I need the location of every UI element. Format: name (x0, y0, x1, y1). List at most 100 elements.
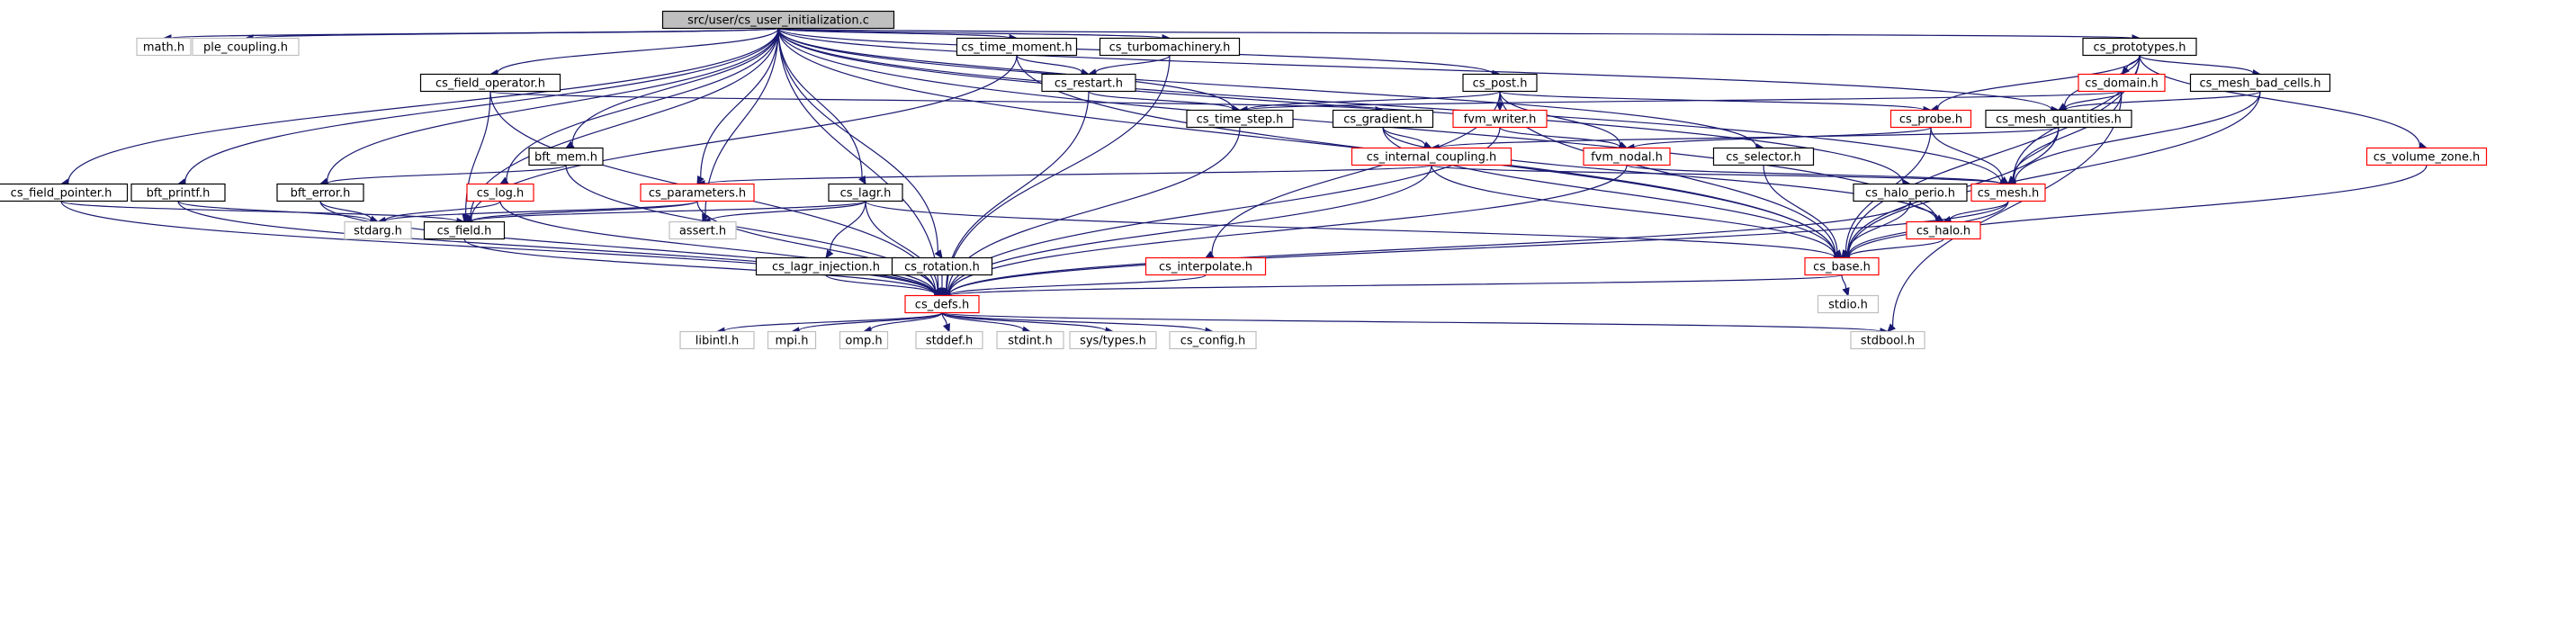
node-box (904, 294, 980, 314)
node-cs-field-pointer-h[interactable]: cs_field_pointer.h (0, 183, 129, 202)
node-cs-defs-h[interactable]: cs_defs.h (904, 294, 980, 314)
node-fvm-nodal-h[interactable]: fvm_nodal.h (1583, 147, 1671, 166)
node-label: cs_interpolate.h (1159, 261, 1252, 274)
node-box (0, 183, 129, 202)
edge-cs_halo_h-to-cs_base_h (1848, 238, 1944, 257)
node-box (956, 37, 1078, 57)
node-bft-printf-h[interactable]: bft_printf.h (130, 183, 226, 202)
node-label: cs_base.h (1813, 261, 1871, 274)
edge-cs_mesh_quantities_h-to-cs_internal_coupling_h (1438, 126, 2060, 148)
edge-cs_lagr_h-to-cs_base_h (865, 200, 1836, 258)
edge-fvm_nodal_h-to-cs_defs_h (948, 165, 1628, 295)
node-assert-h: assert.h (669, 220, 737, 240)
node-bft-error-h[interactable]: bft_error.h (276, 183, 364, 202)
edge-cs_post_h-to-fvm_nodal_h (1499, 91, 1621, 146)
node-cs-probe-h[interactable]: cs_probe.h (1889, 109, 1972, 129)
node-cs-time-step-h[interactable]: cs_time_step.h (1186, 109, 1294, 129)
node-cs-interpolate-h[interactable]: cs_interpolate.h (1144, 256, 1267, 276)
node-label: cs_prototypes.h (2094, 41, 2186, 55)
node-bft-mem-h[interactable]: bft_mem.h (528, 147, 604, 166)
node-cs-prototypes-h[interactable]: cs_prototypes.h (2082, 37, 2197, 57)
edge-root-to-cs_log_h (506, 28, 779, 181)
node-cs-log-h[interactable]: cs_log.h (466, 183, 534, 202)
edge-root-to-cs_prototypes_h (777, 27, 2133, 40)
arrowhead-cs_field_operator_h-to-cs_field_h (462, 213, 470, 223)
node-box (1462, 73, 1538, 93)
node-box (640, 183, 755, 202)
edge-cs_mesh_bad_cells_h-to-cs_base_h (1847, 91, 2261, 256)
node-box (1069, 330, 1157, 350)
edge-cs_base_h-to-cs_defs_h (948, 274, 1843, 296)
edge-root-to-cs_parameters_h (700, 28, 779, 178)
edge-root-to-bft_mem_h (571, 28, 779, 145)
edge-cs_halo_perio_h-to-cs_base_h (1846, 201, 1911, 254)
node-fvm-writer-h[interactable]: fvm_writer.h (1452, 109, 1548, 129)
node-label: cs_gradient.h (1343, 113, 1423, 127)
node-box (2078, 73, 2166, 93)
edge-cs_domain_h-to-cs_time_step_h (1246, 90, 2123, 111)
node-label: cs_log.h (477, 187, 525, 201)
node-cs-volume-zone-h[interactable]: cs_volume_zone.h (2365, 147, 2488, 166)
node-cs-halo-h[interactable]: cs_halo.h (1906, 220, 1981, 240)
arrowhead-cs_lagr_h-to-cs_lagr_injection_h (825, 249, 834, 259)
node-root[interactable]: src/user/cs_user_initialization.c (661, 10, 895, 30)
node-cs-turbomachinery-h[interactable]: cs_turbomachinery.h (1099, 37, 1241, 57)
node-cs-base-h[interactable]: cs_base.h (1804, 256, 1880, 276)
node-box (915, 330, 983, 350)
edge-bft_error_h-to-cs_defs_h (319, 201, 936, 295)
node-cs-rotation-h[interactable]: cs_rotation.h (891, 256, 993, 276)
node-label: assert.h (679, 225, 726, 238)
node-cs-domain-h[interactable]: cs_domain.h (2078, 73, 2166, 93)
node-cs-lagr-h[interactable]: cs_lagr.h (828, 183, 903, 202)
edge-cs_log_h-to-stdarg_h (384, 200, 501, 221)
edge-cs_mesh_bad_cells_h-to-cs_mesh_h (2014, 91, 2261, 182)
edge-root-to-bft_error_h (326, 28, 779, 182)
node-cs-post-h[interactable]: cs_post.h (1462, 73, 1538, 93)
node-label: stdio.h (1828, 299, 1868, 312)
edge-root-to-cs_field_operator_h (497, 28, 779, 74)
node-box (1186, 109, 1294, 129)
node-label: omp.h (845, 335, 882, 348)
arrowhead-cs_defs_h-to-stddef_h (942, 323, 950, 333)
edge-cs_internal_coupling_h-to-cs_base_h (1431, 165, 1836, 256)
node-cs-selector-h[interactable]: cs_selector.h (1712, 147, 1815, 166)
node-cs-mesh-h[interactable]: cs_mesh.h (1970, 183, 2046, 202)
node-cs-field-operator-h[interactable]: cs_field_operator.h (419, 73, 561, 93)
node-stdio-h: stdio.h (1817, 294, 1880, 314)
node-box (130, 183, 226, 202)
node-label: cs_mesh_quantities.h (1996, 113, 2122, 127)
node-label: cs_field.h (437, 225, 492, 238)
node-cs-gradient-h[interactable]: cs_gradient.h (1332, 109, 1434, 129)
edge-cs_defs_h-to-cs_config_h (941, 311, 1207, 332)
node-cs-mesh-bad-cells-h[interactable]: cs_mesh_bad_cells.h (2189, 73, 2331, 93)
node-box (1583, 147, 1671, 166)
node-label: src/user/cs_user_initialization.c (687, 14, 869, 28)
node-label: cs_lagr_injection.h (772, 261, 880, 274)
edge-cs_log_h-to-cs_defs_h (499, 201, 936, 294)
node-cs-lagr-injection-h[interactable]: cs_lagr_injection.h (755, 256, 897, 276)
arrowhead-cs_rotation_h-to-cs_defs_h (938, 288, 947, 297)
node-cs-internal-coupling-h[interactable]: cs_internal_coupling.h (1351, 147, 1512, 166)
edge-cs_prototypes_h-to-cs_volume_zone_h (2139, 55, 2420, 147)
edge-cs_post_h-to-cs_time_step_h (1246, 90, 1501, 111)
edge-cs_mesh_bad_cells_h-to-cs_mesh_quantities_h (2065, 90, 2261, 111)
edge-cs_lagr_h-to-assert_h (709, 200, 866, 222)
node-box (276, 183, 364, 202)
node-cs-halo-perio-h[interactable]: cs_halo_perio.h (1853, 183, 1968, 202)
node-stddef-h: stddef.h (915, 330, 983, 350)
node-cs-parameters-h[interactable]: cs_parameters.h (640, 183, 755, 202)
node-cs-restart-h[interactable]: cs_restart.h (1041, 73, 1136, 93)
node-label: cs_turbomachinery.h (1109, 41, 1231, 55)
edge-root-to-cs_mesh_quantities_h (777, 28, 2052, 111)
node-label: cs_rotation.h (904, 261, 980, 274)
node-mpi-h: mpi.h (767, 330, 817, 350)
edge-cs_turbomachinery_h-to-cs_defs_h (946, 55, 1171, 291)
node-box (839, 330, 889, 350)
node-box (466, 183, 534, 202)
edge-root-to-cs_defs_h (777, 28, 939, 290)
node-box (1889, 109, 1972, 129)
node-box (679, 330, 755, 350)
node-cs-field-h[interactable]: cs_field.h (423, 220, 506, 240)
node-cs-time-moment-h[interactable]: cs_time_moment.h (956, 37, 1078, 57)
node-cs-mesh-quantities-h[interactable]: cs_mesh_quantities.h (1985, 109, 2132, 129)
